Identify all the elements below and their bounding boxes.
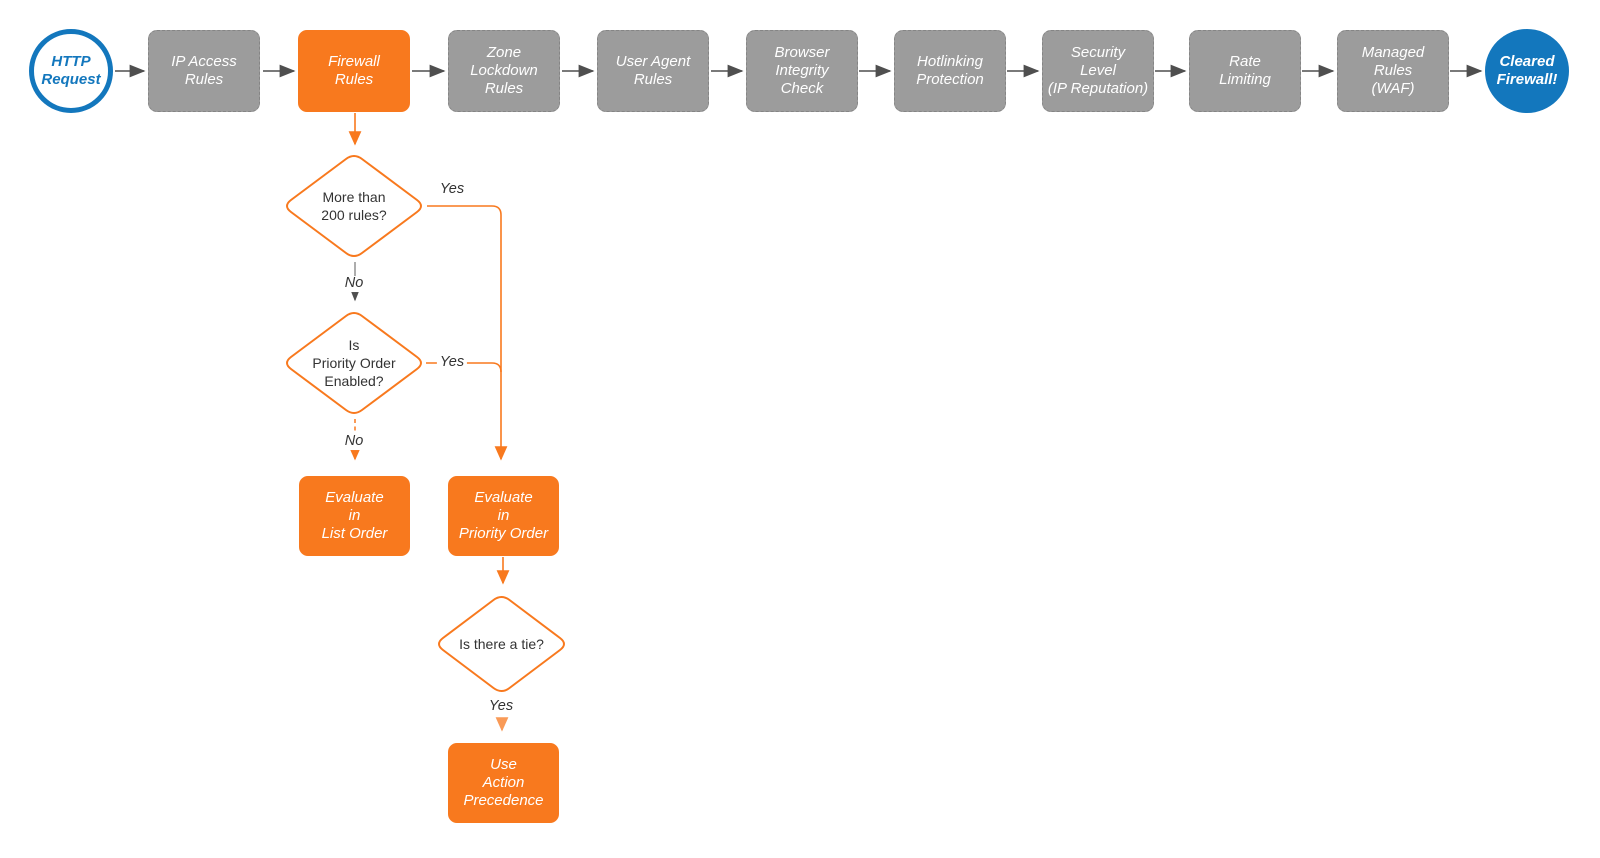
- node-cleared-firewall: Cleared Firewall!: [1485, 29, 1569, 113]
- node-firewall-rules: Firewall Rules: [298, 30, 410, 112]
- node-managed-rules-waf: Managed Rules (WAF): [1337, 30, 1449, 112]
- node-ip-access-rules: IP Access Rules: [148, 30, 260, 112]
- diamond-shape: [438, 596, 565, 692]
- edge-yes1-to-priority: [427, 205, 508, 461]
- edge-label-no2: No: [341, 433, 367, 450]
- diamond-shape: [286, 155, 422, 257]
- node-zone-lockdown-rules: Zone Lockdown Rules: [448, 30, 560, 112]
- node-rate-limiting: Rate Limiting: [1189, 30, 1301, 112]
- diamond-shape: [286, 312, 422, 414]
- node-browser-integrity-check: Browser Integrity Check: [746, 30, 858, 112]
- edge-label-yes2: Yes: [436, 354, 468, 371]
- node-user-agent-rules: User Agent Rules: [597, 30, 709, 112]
- decision-more-than-200-rules: More than 200 rules?: [281, 151, 427, 261]
- decision-priority-order-enabled: Is Priority Order Enabled?: [281, 308, 427, 418]
- node-security-level: Security Level (IP Reputation): [1042, 30, 1154, 112]
- decision-label: More than 200 rules?: [321, 188, 387, 223]
- node-evaluate-in-list-order: Evaluate in List Order: [299, 476, 410, 556]
- edge-yes2-merge: [426, 362, 502, 373]
- edge-label-yes3: Yes: [485, 698, 517, 715]
- decision-label: Is there a tie?: [459, 635, 544, 652]
- decision-label: Is Priority Order Enabled?: [312, 336, 396, 390]
- node-use-action-precedence: Use Action Precedence: [448, 743, 559, 823]
- node-evaluate-in-priority-order: Evaluate in Priority Order: [448, 476, 559, 556]
- node-hotlinking-protection: Hotlinking Protection: [894, 30, 1006, 112]
- edge-label-yes1: Yes: [436, 181, 468, 198]
- edge-label-no1: No: [341, 275, 367, 292]
- decision-is-there-a-tie: Is there a tie?: [433, 592, 570, 696]
- node-http-request: HTTP Request: [29, 29, 113, 113]
